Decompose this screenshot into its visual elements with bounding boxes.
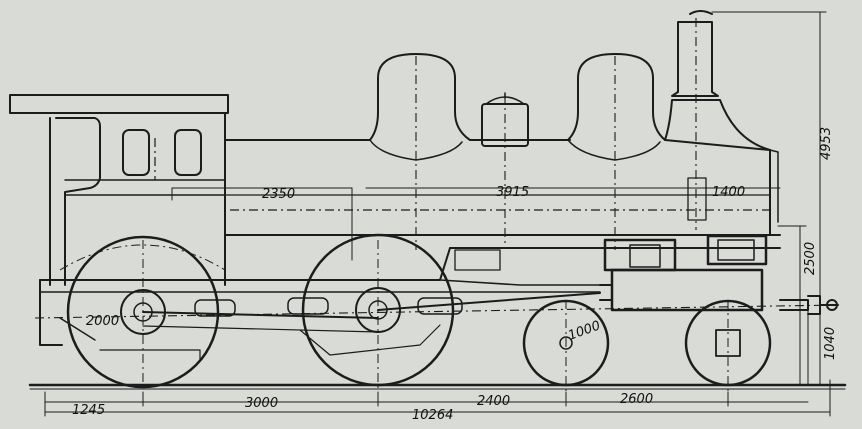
dim-1400: 1400 <box>712 185 745 200</box>
cab <box>9 94 229 286</box>
dim-4953: 4953 <box>819 127 834 160</box>
dim-2350: 2350 <box>262 187 295 202</box>
steam-dome-rear <box>567 53 666 250</box>
dimension-lines <box>44 11 831 417</box>
dim-1245: 1245 <box>72 403 105 418</box>
cab-window-left <box>122 129 150 176</box>
dim-1040: 1040 <box>823 327 838 360</box>
dim-2500: 2500 <box>803 242 818 275</box>
chimney <box>664 10 771 230</box>
dimension-labels: 2350 3915 1400 2000 1000 1245 3000 2400 … <box>72 127 838 423</box>
valve-gear <box>59 240 729 395</box>
sand-dome <box>469 92 571 245</box>
dim-3000: 3000 <box>245 396 278 411</box>
dim-2400: 2400 <box>477 394 510 409</box>
dim-10264: 10264 <box>412 408 453 423</box>
boiler <box>64 139 781 236</box>
rail-lines <box>28 383 847 390</box>
dim-3915: 3915 <box>496 185 529 200</box>
cab-window-right <box>174 129 202 176</box>
dim-2600: 2600 <box>620 392 653 407</box>
dim-1000: 1000 <box>566 318 602 343</box>
cylinder-block <box>599 234 768 312</box>
dim-2000: 2000 <box>86 314 119 329</box>
steam-dome-front <box>369 53 471 250</box>
